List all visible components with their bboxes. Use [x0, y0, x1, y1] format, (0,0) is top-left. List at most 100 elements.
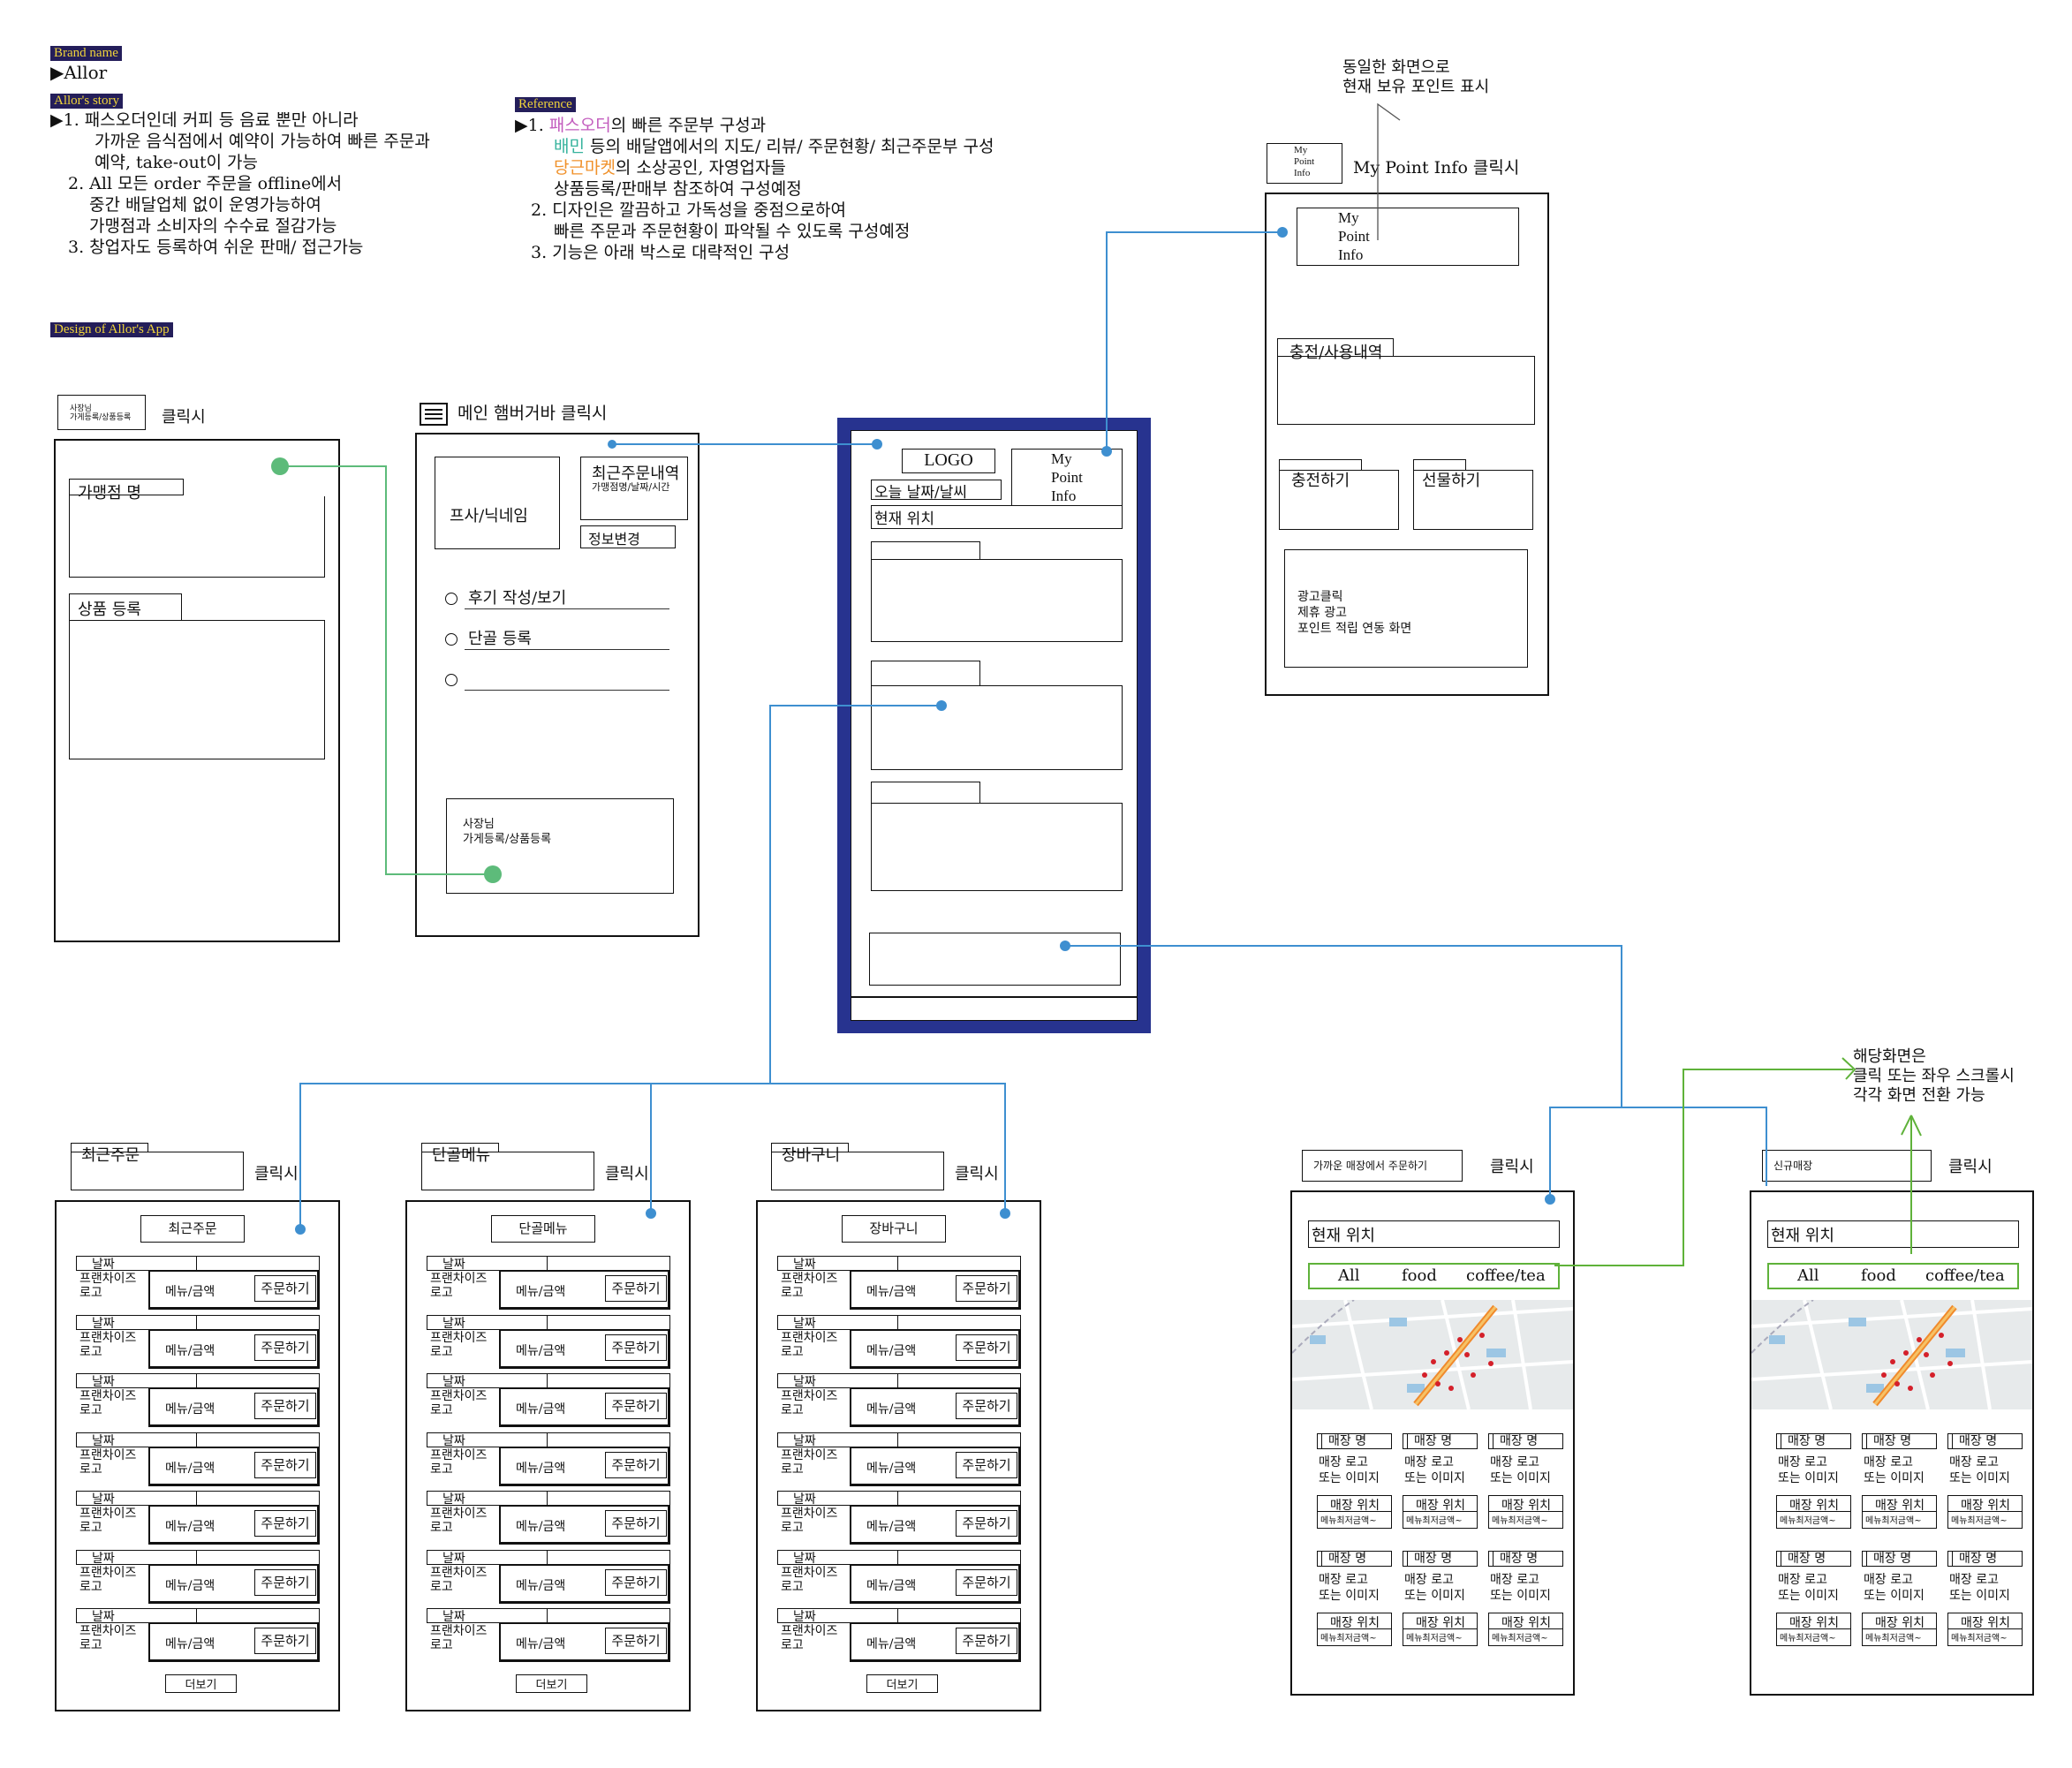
order-button[interactable]: 주문하기	[956, 1628, 1017, 1654]
mypoint-trigger[interactable]: My Point Info	[1267, 143, 1342, 184]
store-location-box: 매장 위치 메뉴최저금액~	[1862, 1613, 1937, 1646]
store-min-amount: 메뉴최저금액~	[1492, 1634, 1548, 1643]
menu-item-label: 후기 작성/보기	[468, 589, 567, 608]
content-folder-2[interactable]	[871, 661, 1123, 770]
order-row: 날짜 프랜차이즈 로고 메뉴/금액 주문하기	[427, 1432, 670, 1487]
content-folder-1[interactable]	[871, 541, 1123, 642]
more-button[interactable]: 더보기	[866, 1674, 938, 1693]
franchise-logo: 프랜차이즈 로고	[79, 1624, 137, 1652]
order-row: 날짜 프랜차이즈 로고 메뉴/금액 주문하기	[76, 1491, 320, 1545]
order-date: 날짜	[92, 1610, 115, 1624]
location-box[interactable]: 현재 위치	[871, 505, 1123, 529]
click-label: 클릭시	[1948, 1158, 1993, 1176]
store-location-box[interactable]: 현재 위치	[1767, 1220, 2019, 1248]
order-row: 날짜 프랜차이즈 로고 메뉴/금액 주문하기	[777, 1432, 1021, 1487]
order-row: 날짜 프랜차이즈 로고 메뉴/금액 주문하기	[76, 1314, 320, 1370]
order-button[interactable]: 주문하기	[605, 1628, 667, 1654]
order-button[interactable]: 주문하기	[605, 1451, 667, 1478]
store-card[interactable]: 매장 명 매장 로고 또는 이미지 매장 위치 메뉴최저금액~	[1862, 1433, 1937, 1529]
order-button[interactable]: 주문하기	[254, 1628, 316, 1654]
order-button[interactable]: 주문하기	[254, 1393, 316, 1419]
filter-coffee-tea[interactable]: coffee/tea	[1925, 1266, 2005, 1285]
list-tab-folder[interactable]: 장바구니	[771, 1143, 944, 1190]
gift-button[interactable]: 선물하기	[1413, 459, 1533, 530]
menu-item-empty[interactable]	[443, 666, 673, 692]
order-button[interactable]: 주문하기	[956, 1510, 1017, 1537]
order-button[interactable]: 주문하기	[605, 1275, 667, 1302]
store-map[interactable]	[1292, 1300, 1573, 1409]
order-date: 날짜	[442, 1610, 465, 1624]
more-label: 더보기	[185, 1679, 217, 1692]
order-button[interactable]: 주문하기	[605, 1568, 667, 1596]
order-button[interactable]: 주문하기	[956, 1275, 1017, 1302]
order-button[interactable]: 주문하기	[254, 1334, 316, 1361]
store-location-box: 매장 위치 메뉴최저금액~	[1947, 1613, 2023, 1646]
store-card[interactable]: 매장 명 매장 로고 또는 이미지 매장 위치 메뉴최저금액~	[1776, 1551, 1851, 1646]
menu-item-regular[interactable]: 단골 등록	[443, 625, 673, 652]
order-button[interactable]: 주문하기	[956, 1334, 1017, 1361]
franchise-logo: 프랜차이즈 로고	[430, 1389, 488, 1417]
order-button[interactable]: 주문하기	[254, 1510, 316, 1537]
store-card[interactable]: 매장 명 매장 로고 또는 이미지 매장 위치 메뉴최저금액~	[1488, 1551, 1563, 1646]
list-tab-folder[interactable]: 단골메뉴	[421, 1143, 594, 1190]
filter-food[interactable]: food	[1402, 1266, 1437, 1285]
list-tab-folder[interactable]: 최근주문	[71, 1143, 244, 1190]
franchise-logo: 프랜차이즈 로고	[430, 1565, 488, 1594]
store-location-box[interactable]: 현재 위치	[1308, 1220, 1560, 1248]
menu-item-review[interactable]: 후기 작성/보기	[443, 585, 673, 611]
more-button[interactable]: 더보기	[165, 1674, 237, 1693]
filter-all[interactable]: All	[1338, 1266, 1360, 1285]
store-location-box: 매장 위치 메뉴최저금액~	[1776, 1495, 1851, 1529]
hamburger-icon[interactable]	[420, 403, 448, 426]
store-name-label: 가맹점 명	[78, 484, 141, 502]
category-filter[interactable]: All food coffee/tea	[1767, 1263, 2019, 1289]
recent-orders-box[interactable]: 최근주문내역 가맹점명/날짜/시간	[580, 457, 688, 520]
filter-all[interactable]: All	[1797, 1266, 1819, 1285]
store-card[interactable]: 매장 명 매장 로고 또는 이미지 매장 위치 메뉴최저금액~	[1403, 1433, 1478, 1529]
owner-register-box[interactable]: 사장님 가게등록/상품등록	[446, 798, 674, 894]
menu-price: 메뉴/금액	[165, 1578, 216, 1593]
content-folder-3[interactable]	[871, 782, 1123, 891]
nearby-store-banner[interactable]	[869, 933, 1121, 986]
filter-food[interactable]: food	[1861, 1266, 1896, 1285]
store-trigger-button[interactable]: 가까운 매장에서 주문하기	[1302, 1150, 1463, 1182]
product-register-folder[interactable]: 상품 등록	[69, 593, 325, 759]
franchise-logo: 프랜차이즈 로고	[79, 1330, 137, 1359]
store-card[interactable]: 매장 명 매장 로고 또는 이미지 매장 위치 메뉴최저금액~	[1947, 1551, 2023, 1646]
owner-trigger-button[interactable]: 사장님 가게등록/상품등록	[57, 395, 146, 430]
order-button[interactable]: 주문하기	[956, 1451, 1017, 1478]
filter-coffee-tea[interactable]: coffee/tea	[1466, 1266, 1546, 1285]
order-button[interactable]: 주문하기	[254, 1451, 316, 1478]
store-card[interactable]: 매장 명 매장 로고 또는 이미지 매장 위치 메뉴최저금액~	[1862, 1551, 1937, 1646]
order-button[interactable]: 주문하기	[254, 1275, 316, 1302]
store-card[interactable]: 매장 명 매장 로고 또는 이미지 매장 위치 메뉴최저금액~	[1403, 1551, 1478, 1646]
order-button[interactable]: 주문하기	[605, 1510, 667, 1537]
store-card[interactable]: 매장 명 매장 로고 또는 이미지 매장 위치 메뉴최저금액~	[1317, 1433, 1392, 1529]
more-button[interactable]: 더보기	[516, 1674, 587, 1693]
profile-box[interactable]: 프사/닉네임	[435, 457, 560, 549]
ad-box[interactable]: 광고클릭 제휴 광고 포인트 적립 연동 화면	[1284, 549, 1528, 668]
order-button[interactable]: 주문하기	[254, 1568, 316, 1596]
store-card[interactable]: 매장 명 매장 로고 또는 이미지 매장 위치 메뉴최저금액~	[1317, 1551, 1392, 1646]
store-card[interactable]: 매장 명 매장 로고 또는 이미지 매장 위치 메뉴최저금액~	[1488, 1433, 1563, 1529]
history-folder[interactable]: 충전/사용내역	[1277, 338, 1535, 425]
store-location-box: 매장 위치 메뉴최저금액~	[1317, 1613, 1392, 1646]
store-card[interactable]: 매장 명 매장 로고 또는 이미지 매장 위치 메뉴최저금액~	[1947, 1433, 2023, 1529]
click-label: 클릭시	[162, 408, 206, 427]
store-trigger-button[interactable]: 신규매장	[1762, 1150, 1932, 1182]
order-button[interactable]: 주문하기	[956, 1393, 1017, 1419]
order-button[interactable]: 주문하기	[956, 1568, 1017, 1596]
charge-button[interactable]: 충전하기	[1279, 459, 1399, 530]
store-card[interactable]: 매장 명 매장 로고 또는 이미지 매장 위치 메뉴최저금액~	[1776, 1433, 1851, 1529]
store-location: 매장 위치	[1789, 1499, 1839, 1513]
store-map[interactable]	[1751, 1300, 2032, 1409]
mypoint-button[interactable]: My Point Info	[1011, 449, 1123, 507]
store-location: 매장 위치	[1875, 1616, 1925, 1630]
category-filter[interactable]: All food coffee/tea	[1308, 1263, 1560, 1289]
edit-info-button[interactable]: 정보변경	[580, 525, 676, 548]
store-name: 매장 명	[1776, 1551, 1851, 1567]
order-button[interactable]: 주문하기	[605, 1334, 667, 1361]
store-name-folder[interactable]: 가맹점 명	[69, 479, 325, 578]
store-location-label: 현재 위치	[1771, 1227, 1834, 1245]
order-button[interactable]: 주문하기	[605, 1393, 667, 1419]
